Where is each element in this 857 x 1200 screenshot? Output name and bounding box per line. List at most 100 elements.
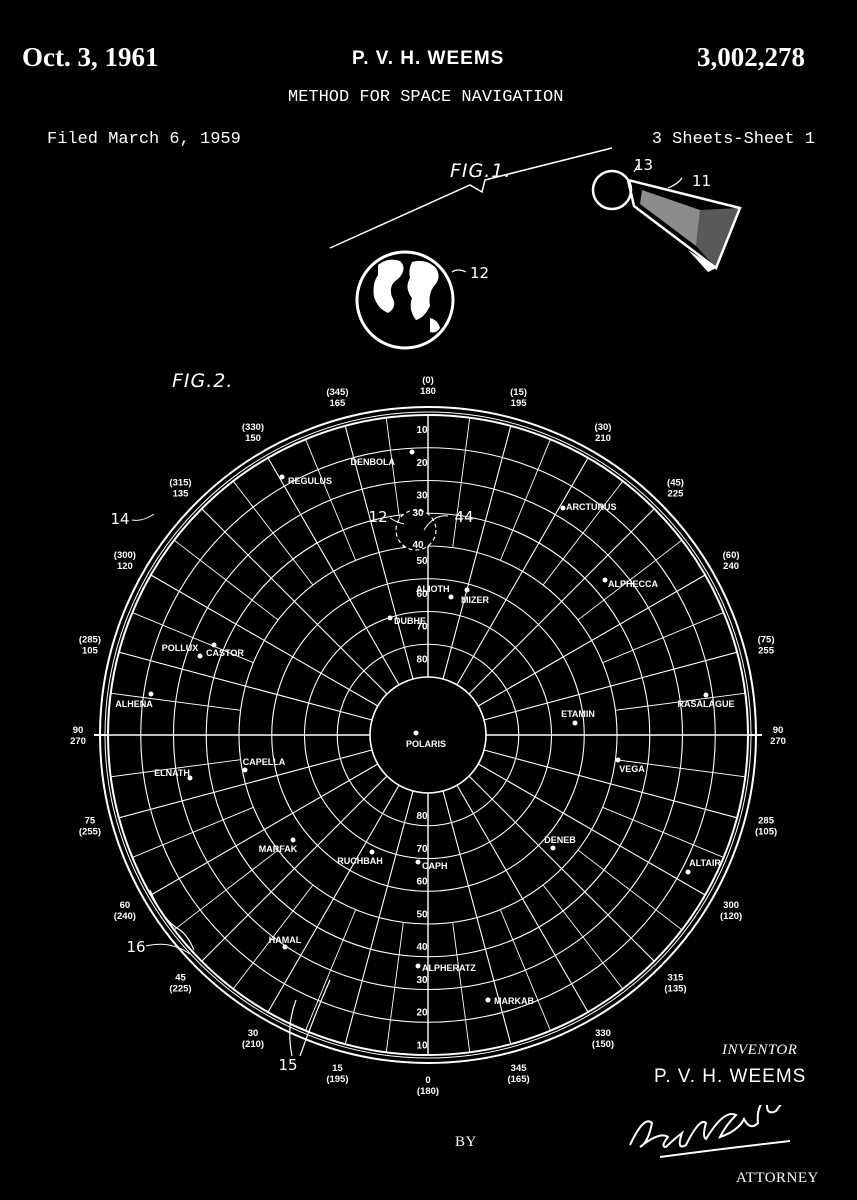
hour-line-minor (173, 849, 279, 931)
patent-number: 3,002,278 (697, 42, 805, 72)
ra-label-top: (285) (79, 634, 101, 645)
ra-label-bottom: 195 (511, 398, 528, 409)
ra-label: (75)255 (758, 634, 775, 656)
star-label: ETAMIN (561, 709, 595, 719)
star-label: ALPHERATZ (422, 963, 476, 973)
hour-line (118, 749, 373, 819)
leader-16 (145, 943, 191, 955)
ra-label: 300(120) (720, 900, 742, 922)
ra-label-top: 15 (332, 1063, 343, 1074)
dec-label-upper: 80 (416, 654, 428, 665)
star-label: RUCHBAH (337, 856, 383, 866)
hour-line-minor (602, 612, 724, 664)
by-label: BY (455, 1134, 477, 1150)
star-dot (415, 859, 421, 865)
fig2-label: FIG.2. (172, 370, 234, 392)
ra-label-top: (345) (326, 387, 348, 398)
ra-label-top: 345 (511, 1063, 528, 1074)
star-dot (415, 963, 421, 969)
star-castor: CASTOR (197, 648, 244, 659)
star-label: VEGA (619, 764, 645, 774)
hour-line (456, 784, 589, 1013)
ref-44-region: 44 (454, 508, 473, 526)
dec-label-lower: 40 (416, 942, 428, 953)
ra-label-top: 30 (248, 1028, 259, 1039)
ra-label-top: 90 (773, 725, 784, 736)
hour-line (483, 749, 738, 819)
ra-label-top: (300) (114, 550, 136, 561)
ra-label-bottom: (120) (720, 911, 742, 922)
inventor-name: P. V. H. WEEMS (654, 1066, 807, 1087)
star-label: MARKAB (494, 996, 534, 1006)
hour-line (150, 763, 379, 896)
star-dot (148, 691, 154, 697)
hour-line (442, 790, 512, 1045)
fig1-drawing (329, 147, 742, 350)
star-dot (685, 869, 691, 875)
ra-label: 0(180) (417, 1075, 439, 1097)
dec-label-upper: 10 (416, 425, 428, 436)
star-ruchbah: RUCHBAH (337, 849, 383, 866)
ra-label-bottom: (255) (79, 827, 101, 838)
star-label: ALTAIR (689, 858, 721, 868)
dec-label-upper: 70 (416, 622, 428, 633)
ra-label: 315(135) (664, 972, 686, 994)
declination-ring (369, 676, 487, 794)
dec-label-lower: 60 (416, 877, 428, 888)
star-label: DENBOLA (351, 457, 396, 467)
dec-label-lower: 50 (416, 909, 428, 920)
star-alioth: ALIOTH (416, 584, 454, 600)
star-dot (572, 720, 578, 726)
ref-12-earth: 12 (470, 264, 490, 282)
star-label: ALHENA (115, 699, 153, 709)
ra-label-top: 315 (668, 972, 685, 983)
star-dot (464, 587, 470, 593)
star-label: ARCTURUS (566, 502, 617, 512)
ra-label-top: 330 (595, 1028, 611, 1039)
star-label: DENEB (544, 835, 576, 845)
dec-label-30-overlay: 30 (412, 508, 424, 519)
ra-label-bottom: 135 (173, 489, 190, 500)
ra-label-bottom: (180) (417, 1086, 439, 1097)
hour-line (344, 790, 414, 1045)
star-deneb: DENEB (544, 835, 576, 851)
hour-line (468, 508, 655, 695)
ref-16: 16 (126, 938, 145, 956)
star-label: DUBHE (394, 616, 426, 626)
star-pollux: POLLUX (162, 642, 217, 653)
dec-label-upper: 20 (416, 458, 428, 469)
dec-label-upper: 30 (416, 491, 428, 502)
ra-label-bottom: (225) (169, 983, 191, 994)
star-dot (703, 692, 709, 698)
star-label: REGULUS (288, 476, 332, 486)
leader-15 (289, 979, 331, 1057)
hour-line-minor (542, 884, 624, 990)
hour-line-minor (615, 759, 746, 778)
ra-label-bottom: 240 (723, 561, 739, 572)
ra-label: 15(195) (326, 1063, 348, 1085)
star-dubhe: DUBHE (387, 615, 426, 626)
attorney-label: ATTORNEY (736, 1170, 819, 1186)
ra-label-bottom: (105) (755, 827, 777, 838)
hour-line-minor (305, 909, 357, 1031)
ra-label-bottom: 255 (758, 645, 775, 656)
star-dot (211, 642, 217, 648)
hour-line-minor (542, 480, 624, 586)
hour-line-minor (385, 922, 404, 1053)
patent-date: Oct. 3, 1961 (22, 42, 159, 72)
ra-label-bottom: 270 (770, 736, 786, 747)
star-elnath: ELNATH (154, 768, 193, 781)
ref-13: 13 (634, 156, 654, 174)
hour-line (267, 784, 400, 1013)
hour-line (344, 425, 414, 680)
ra-label: (345)165 (326, 387, 348, 409)
star-label: ALIOTH (416, 584, 450, 594)
star-regulus: REGULUS (279, 474, 332, 486)
ra-label-top: (315) (169, 478, 191, 489)
star-vega: VEGA (615, 757, 645, 774)
polaris-label: POLARIS (406, 739, 446, 749)
star-label: ALPHECCA (608, 579, 659, 589)
star-dot (550, 845, 556, 851)
star-rasalague: RASALAGUE (677, 692, 735, 709)
ra-label: 30(210) (242, 1028, 264, 1050)
